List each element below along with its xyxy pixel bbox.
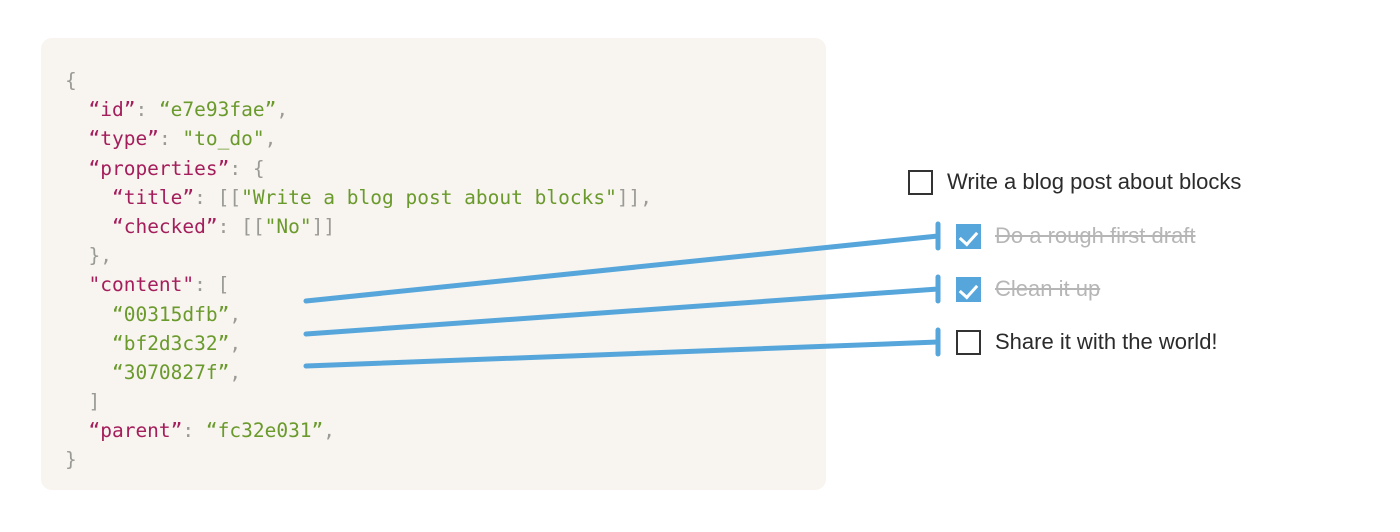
- json-code-panel: { “id”: “e7e93fae”, “type”: "to_do", “pr…: [41, 38, 826, 490]
- code-token-key: “properties”: [88, 156, 230, 180]
- code-token-str: “3070827f”: [111, 360, 230, 384]
- code-indent: [65, 419, 88, 442]
- code-indent: [65, 215, 112, 238]
- code-token-punct: : [: [194, 273, 230, 297]
- code-indent: [65, 390, 88, 413]
- code-token-punct: }: [65, 448, 77, 472]
- code-token-key: “title”: [111, 185, 195, 209]
- code-token-punct: ,: [264, 127, 277, 151]
- code-token-str: “fc32e031”: [205, 419, 324, 443]
- code-token-punct: ,: [229, 360, 242, 384]
- code-token-key: “id”: [88, 98, 136, 122]
- code-line-10: “3070827f”,: [65, 358, 652, 387]
- code-indent: [65, 361, 112, 384]
- todo-item-0[interactable]: Write a blog post about blocks: [908, 168, 1241, 196]
- checkbox-unchecked-icon[interactable]: [908, 169, 933, 195]
- todo-item-2[interactable]: Clean it up: [956, 275, 1100, 303]
- code-token-str: "No": [264, 214, 312, 238]
- todo-item-label: Write a blog post about blocks: [947, 169, 1242, 194]
- code-token-str: "Write a blog post about blocks": [241, 185, 617, 209]
- checkbox-unchecked-icon[interactable]: [956, 329, 981, 355]
- code-token-punct: :: [158, 127, 183, 151]
- code-token-key: “parent”: [88, 419, 183, 443]
- code-line-3: “properties”: {: [65, 154, 652, 183]
- code-indent: [65, 98, 88, 121]
- code-line-11: ]: [65, 387, 652, 416]
- checkbox-checked-icon[interactable]: [956, 276, 981, 302]
- code-token-punct: ]]: [311, 214, 336, 238]
- code-token-punct: ,: [276, 98, 289, 122]
- code-token-punct: : [[: [194, 185, 242, 209]
- code-token-punct: ,: [323, 419, 336, 443]
- code-token-str: “bf2d3c32”: [111, 331, 230, 355]
- todo-item-1[interactable]: Do a rough first draft: [956, 222, 1196, 250]
- code-token-punct: :: [182, 419, 206, 443]
- code-line-0: {: [65, 66, 652, 95]
- code-line-8: “00315dfb”,: [65, 300, 652, 329]
- code-token-punct: : [[: [217, 214, 265, 238]
- code-line-5: “checked”: [["No"]]: [65, 212, 652, 241]
- code-indent: [65, 303, 112, 326]
- todo-item-label: Clean it up: [995, 276, 1101, 301]
- code-token-str: “e7e93fae”: [158, 98, 277, 122]
- code-token-punct: ,: [229, 331, 242, 355]
- code-token-key: "content": [88, 273, 195, 297]
- code-token-punct: {: [65, 69, 77, 92]
- todo-item-label: Share it with the world!: [995, 329, 1218, 354]
- code-token-punct: :: [135, 98, 159, 122]
- code-token-punct: ,: [229, 302, 242, 326]
- json-code-block: { “id”: “e7e93fae”, “type”: "to_do", “pr…: [65, 66, 652, 475]
- code-token-punct: : {: [229, 156, 265, 180]
- todo-item-3[interactable]: Share it with the world!: [956, 328, 1218, 356]
- code-indent: [65, 273, 88, 296]
- code-token-key: “checked”: [111, 214, 218, 238]
- code-token-str: "to_do": [182, 127, 265, 151]
- code-line-7: "content": [: [65, 270, 652, 299]
- code-indent: [65, 186, 112, 209]
- code-line-12: “parent”: “fc32e031”,: [65, 416, 652, 445]
- code-line-6: },: [65, 241, 652, 270]
- code-indent: [65, 127, 88, 150]
- checkbox-checked-icon[interactable]: [956, 223, 981, 249]
- code-line-1: “id”: “e7e93fae”,: [65, 95, 652, 124]
- code-token-punct: ]],: [616, 185, 653, 209]
- code-token-key: “type”: [88, 127, 159, 151]
- code-token-punct: },: [88, 244, 112, 268]
- code-line-9: “bf2d3c32”,: [65, 329, 652, 358]
- code-token-str: “00315dfb”: [111, 302, 230, 326]
- code-indent: [65, 332, 112, 355]
- code-line-2: “type”: "to_do",: [65, 124, 652, 153]
- code-indent: [65, 157, 88, 180]
- code-indent: [65, 244, 88, 267]
- code-line-13: }: [65, 445, 652, 474]
- todo-item-label: Do a rough first draft: [995, 223, 1196, 248]
- code-line-4: “title”: [["Write a blog post about bloc…: [65, 183, 652, 212]
- code-token-punct: ]: [88, 390, 101, 414]
